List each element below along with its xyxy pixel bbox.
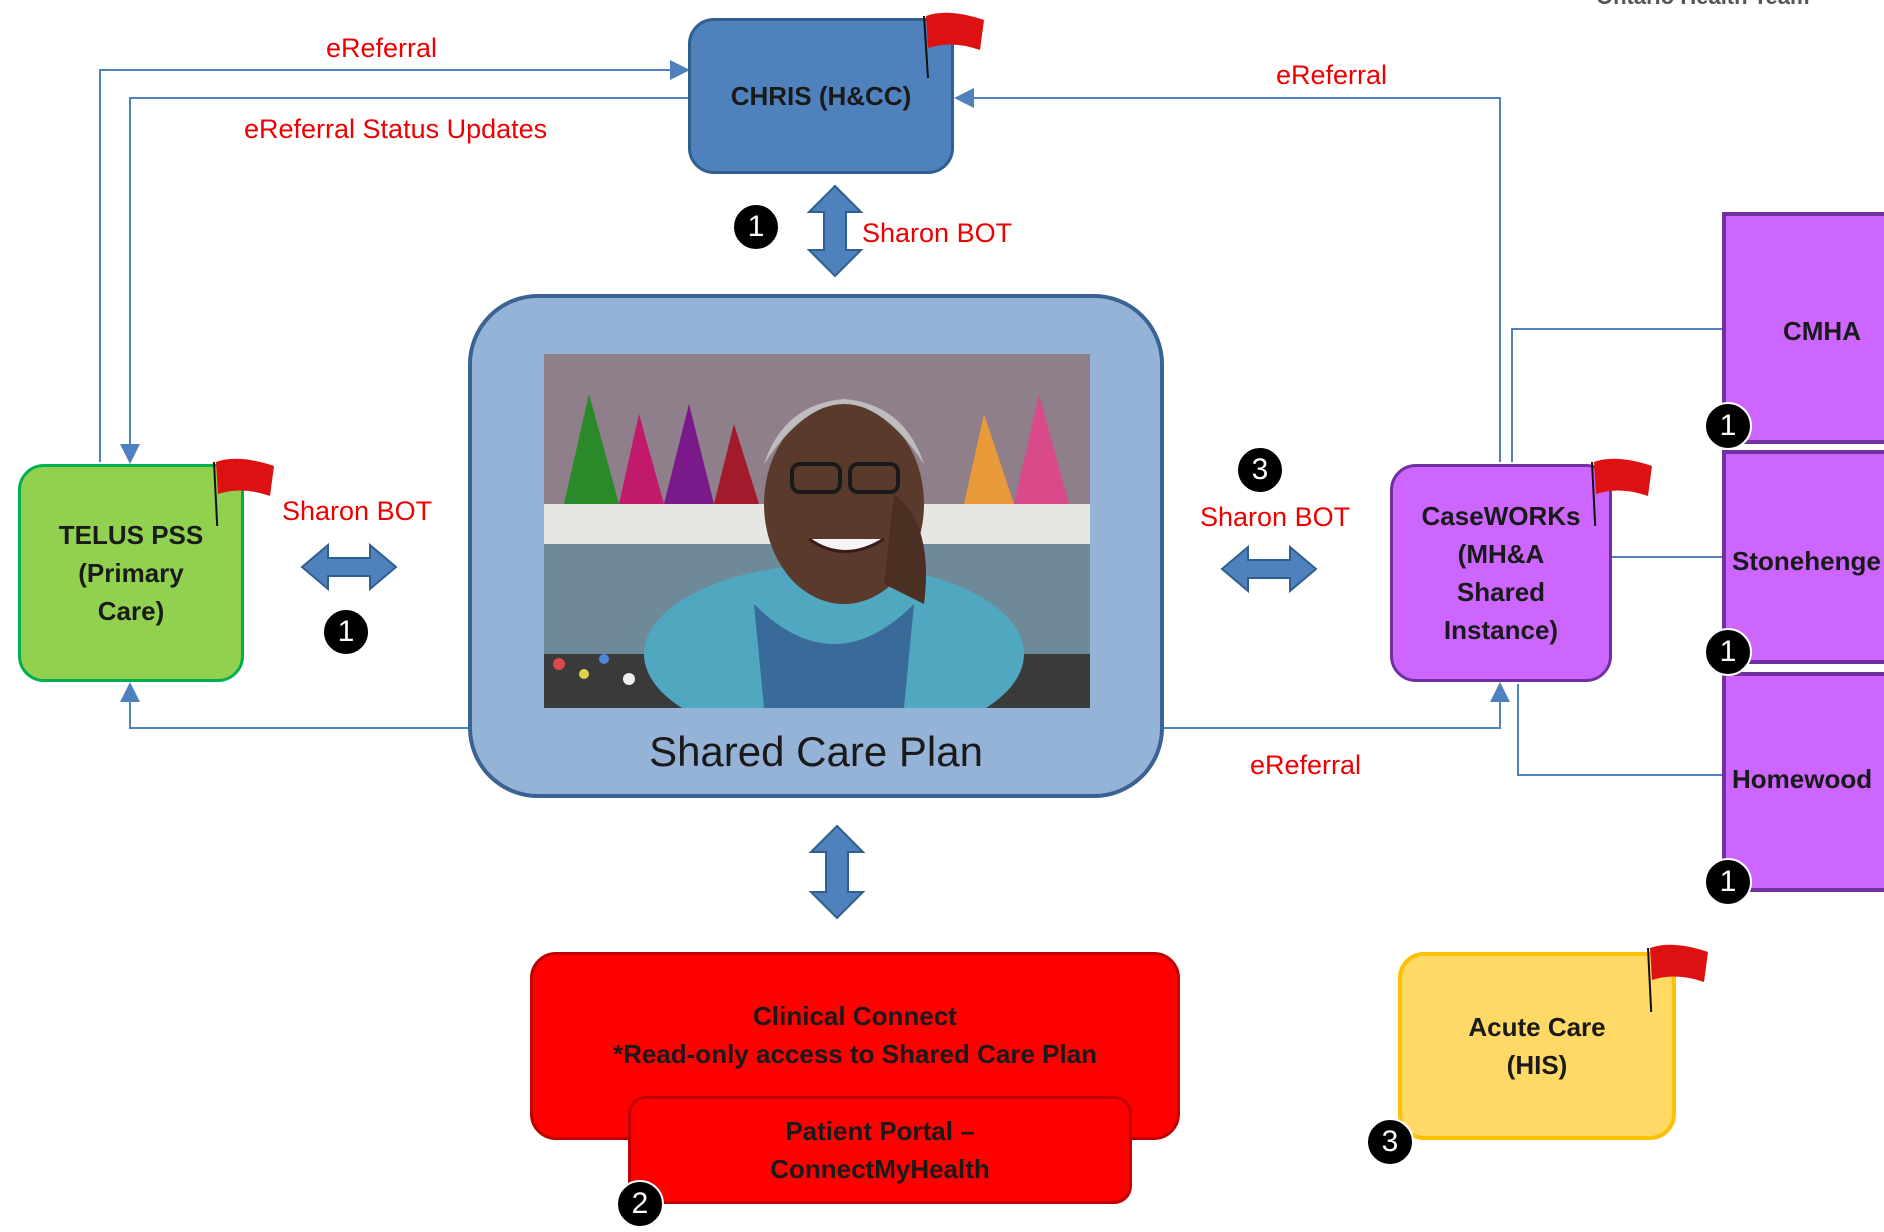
telus-pss-node: TELUS PSS (Primary Care) (18, 464, 244, 682)
connector-caseworks-cmha (1511, 328, 1730, 462)
badge-homewood: 1 (1704, 858, 1752, 906)
badge-telus-bot: 1 (322, 608, 370, 656)
red-flag-icon-chris (923, 12, 984, 79)
patient-portal-node: Patient Portal – ConnectMyHealth (628, 1096, 1132, 1204)
patient-photo (544, 354, 1090, 708)
homewood-label: Homewood (1732, 764, 1873, 794)
connector-telus-to-chris (99, 60, 690, 462)
patient-portal-label: Patient Portal – ConnectMyHealth (770, 1116, 990, 1184)
red-flag-icon-caseworks (1591, 458, 1652, 526)
badge-patient-portal: 2 (616, 1180, 664, 1228)
double-arrow-icon-left (300, 542, 398, 592)
badge-chris-bot: 1 (732, 203, 780, 251)
red-flag-icon-acute-care (1647, 944, 1708, 1012)
connector-chris-to-telus (120, 97, 688, 464)
double-arrow-icon-top (806, 184, 864, 278)
ereferral-label-top-right: eReferral (1276, 60, 1388, 90)
badge-acute-care: 3 (1366, 1118, 1414, 1166)
sharon-bot-label-left: Sharon BOT (282, 496, 433, 526)
badge-caseworks-bot: 3 (1236, 446, 1284, 494)
caseworks-label: CaseWORKs (MH&A Shared Instance) (1421, 501, 1581, 645)
caseworks-node: CaseWORKs (MH&A Shared Instance) (1390, 464, 1612, 682)
shared-care-plan-title: Shared Care Plan (649, 728, 983, 775)
telus-label: TELUS PSS (Primary Care) (58, 520, 204, 626)
status-updates-label: eReferral Status Updates (244, 114, 548, 144)
double-arrow-icon-bottom (808, 824, 866, 920)
sharon-bot-label-right: Sharon BOT (1200, 502, 1351, 532)
cmha-node: CMHA (1722, 212, 1884, 444)
chris-node: CHRIS (H&CC) (688, 18, 954, 174)
red-flag-icon-telus (213, 458, 274, 526)
clinical-connect-label: Clinical Connect *Read-only access to Sh… (612, 1001, 1098, 1069)
sharon-bot-label-top: Sharon BOT (862, 218, 1013, 248)
connector-scp-to-caseworks (1164, 682, 1510, 729)
homewood-node: Homewood (1722, 672, 1884, 892)
acute-care-node: Acute Care (HIS) (1398, 952, 1676, 1140)
acute-care-label: Acute Care (HIS) (1468, 1012, 1606, 1080)
badge-stonehenge: 1 (1704, 628, 1752, 676)
badge-cmha: 1 (1704, 402, 1752, 450)
corner-text: Ontario Health Team (1596, 0, 1810, 10)
ereferral-label-bottom-right: eReferral (1250, 750, 1362, 780)
chris-label: CHRIS (H&CC) (730, 81, 912, 111)
connector-caseworks-to-chris (954, 88, 1501, 462)
patient-photo-illustration (544, 354, 1090, 708)
ereferral-label-top-left: eReferral (326, 33, 438, 63)
connector-scp-to-telus (120, 682, 468, 729)
shared-care-plan-node: Shared Care Plan (468, 294, 1164, 798)
stonehenge-label: Stonehenge (1732, 546, 1881, 576)
double-arrow-icon-right (1220, 544, 1318, 594)
stonehenge-node: Stonehenge (1722, 450, 1884, 664)
connector-caseworks-homewood (1517, 684, 1730, 776)
cmha-label: CMHA (1783, 316, 1861, 346)
